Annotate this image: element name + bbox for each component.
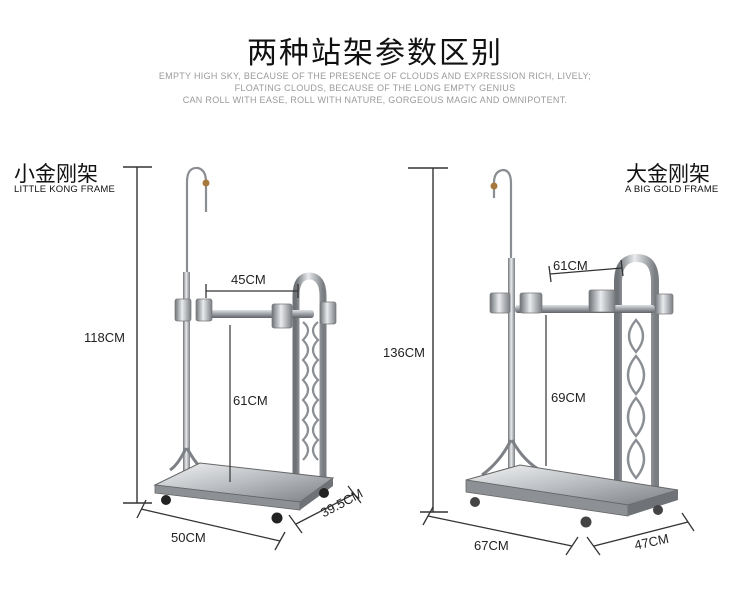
large-frame-name: 大金刚架 [626, 162, 710, 186]
subtitle-line-1: EMPTY HIGH SKY, BECAUSE OF THE PRESENCE … [158, 71, 592, 81]
subtitle-line-2: FLOATING CLOUDS, BECAUSE OF THE LONG EMP… [234, 83, 516, 93]
large-inner-height-label: 69CM [551, 390, 586, 405]
small-top-width-label: 45CM [231, 272, 266, 287]
small-frame-illustration [123, 166, 362, 551]
subtitle-line-3: CAN ROLL WITH EASE, ROLL WITH NATURE, GO… [182, 95, 568, 105]
small-height-label: 118CM [84, 330, 125, 345]
large-top-width-label: 61CM [553, 258, 588, 273]
large-base-width-label: 67CM [474, 538, 509, 553]
large-frame-illustration [408, 167, 695, 556]
large-height-label: 136CM [383, 345, 425, 360]
large-frame-name-en: A BIG GOLD FRAME [625, 184, 719, 195]
small-frame-name-en: LITTLE KONG FRAME [14, 184, 116, 195]
small-frame-name: 小金刚架 [14, 162, 98, 186]
page-title: 两种站架参数区别 [247, 36, 503, 71]
small-inner-height-label: 61CM [233, 393, 268, 408]
small-base-width-label: 50CM [171, 530, 206, 545]
